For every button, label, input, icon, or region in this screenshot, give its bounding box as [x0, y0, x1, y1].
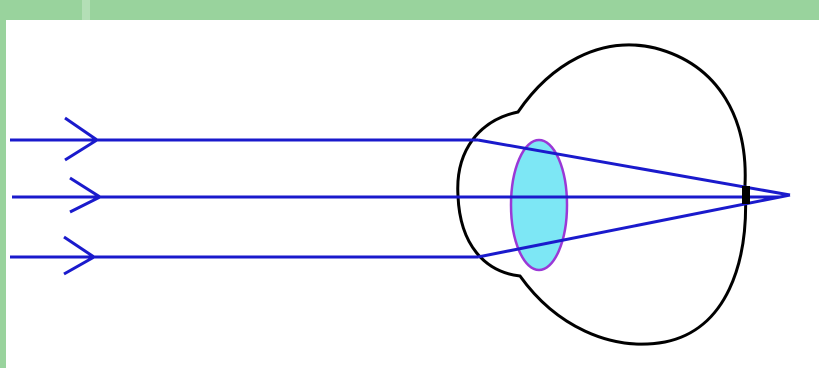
arrowhead-middle	[70, 178, 100, 212]
lens	[511, 140, 567, 270]
eyeball-outline	[458, 45, 746, 344]
focal-point	[742, 186, 750, 204]
